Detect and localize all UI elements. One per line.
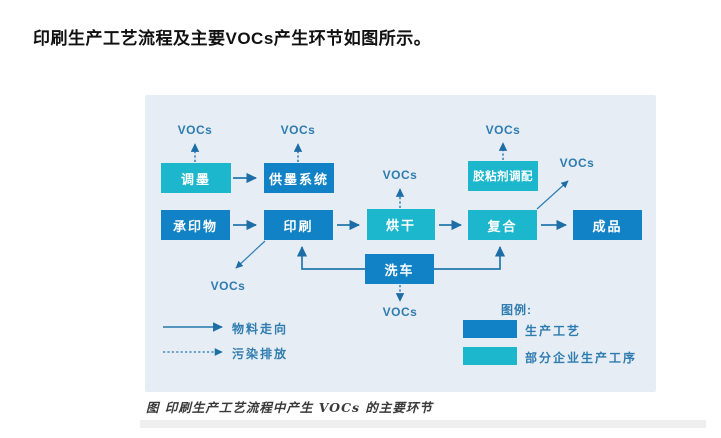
vocs-label-fuhe: VOCs <box>559 156 595 170</box>
emission-arrow-yinshua-vocs <box>235 240 266 269</box>
vocs-label-yinshua: VOCs <box>210 279 246 293</box>
bottom-divider <box>140 420 706 428</box>
node-xiche: 洗车 <box>365 254 434 284</box>
legend-process-swatch <box>463 320 517 338</box>
page-title: 印刷生产工艺流程及主要VOCs产生环节如图所示。 <box>33 29 432 48</box>
arrow-layer <box>163 142 569 356</box>
vocs-label-honggan: VOCs <box>382 168 418 182</box>
legend-pollution-emission-label: 污染排放 <box>232 347 289 361</box>
legend-process-label: 生产工艺 <box>525 324 582 338</box>
flow-arrow-xiche-yinshua <box>296 245 365 270</box>
flow-arrow-xiche-fuhe <box>434 245 506 270</box>
vocs-label-xiche: VOCs <box>382 305 418 319</box>
vocs-label-tiaomo: VOCs <box>177 123 213 137</box>
diagram-panel: VOCs VOCs VOCs VOCs VOCs VOCs VOCs 调墨 供墨… <box>145 95 656 392</box>
vocs-label-jiaonianji: VOCs <box>485 123 521 137</box>
node-gongmo: 供墨系统 <box>264 163 334 193</box>
node-chengpin: 成品 <box>573 210 642 240</box>
vocs-label-gongmo: VOCs <box>280 123 316 137</box>
figure-caption: 图 印刷生产工艺流程中产生 VOCs 的主要环节 <box>146 400 433 415</box>
legend-material-flow-label: 物料走向 <box>232 322 289 336</box>
node-tiaomo: 调墨 <box>161 163 231 193</box>
node-honggan: 烘干 <box>367 209 435 240</box>
legend-title: 图例: <box>501 303 532 317</box>
legend-partial-label: 部分企业生产工序 <box>525 351 638 365</box>
legend-partial-swatch <box>463 347 517 365</box>
emission-arrow-fuhe-vocs <box>536 180 569 210</box>
node-chengyinwu: 承印物 <box>161 210 230 240</box>
node-jiaonianji: 胶粘剂调配 <box>468 161 538 191</box>
node-fuhe: 复合 <box>468 210 537 240</box>
node-yinshua: 印刷 <box>264 210 333 240</box>
